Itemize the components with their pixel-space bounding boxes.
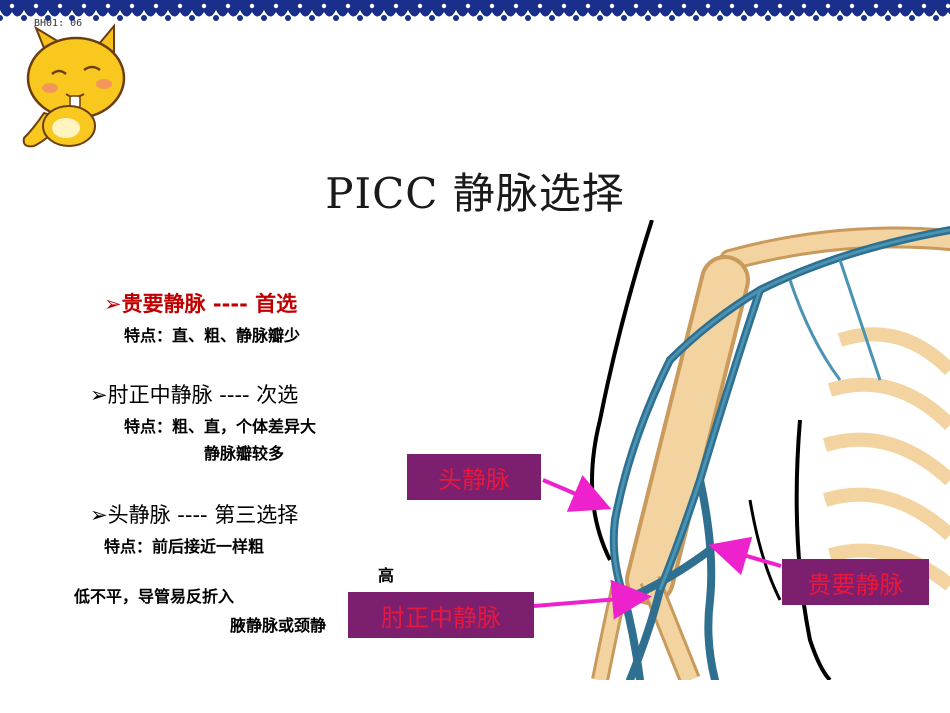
item-median-cubital-heading: ➢肘正中静脉 ---- 次选 [90, 379, 298, 409]
slide-title: PICC 静脉选择 [325, 169, 625, 218]
label-cephalic-vein: 头静脉 [407, 454, 541, 500]
item-cephalic-heading: ➢头静脉 ---- 第三选择 [90, 499, 298, 529]
item-basilic-feature: 特点：直、粗、静脉瓣少 [124, 326, 301, 345]
item-median-cubital-name: 肘正中静脉 [107, 383, 213, 407]
item-cephalic-feature: 特点：前后接近一样粗 [104, 537, 265, 556]
item-basilic-heading: ➢贵要静脉 ---- 首选 [104, 288, 297, 318]
label-median-cubital-vein: 肘正中静脉 [348, 592, 534, 638]
bullet-arrow-icon: ➢ [90, 383, 108, 407]
item-cephalic-fragment-low: 低不平，导管易反折入 [74, 587, 235, 606]
item-basilic-name: 贵要静脉 [121, 292, 206, 316]
item-median-cubital-feature-cont: 静脉瓣较多 [204, 444, 285, 463]
top-decorative-border [0, 0, 950, 30]
item-basilic-rank: ---- 首选 [212, 292, 298, 316]
arrow-cephalic [542, 475, 612, 512]
arrow-median-cubital [533, 579, 652, 620]
item-cephalic-name: 头静脉 [107, 503, 171, 527]
item-median-cubital-rank: ---- 次选 [219, 383, 299, 407]
item-cephalic-rank: ---- 第三选择 [177, 503, 299, 527]
bullet-arrow-icon: ➢ [90, 503, 108, 527]
item-cephalic-fragment-high: 高 [378, 566, 395, 585]
cartoon-cat-mascot: BH01: 06 [14, 18, 134, 158]
bullet-arrow-icon: ➢ [104, 292, 122, 316]
item-cephalic-fragment-axillary: 腋静脉或颈静 [230, 616, 327, 635]
label-basilic-vein: 贵要静脉 [782, 559, 929, 605]
mascot-badge-text: BH01: 06 [34, 18, 82, 29]
item-median-cubital-feature: 特点：粗、直，个体差异大 [124, 417, 317, 436]
arrow-basilic [708, 536, 782, 576]
